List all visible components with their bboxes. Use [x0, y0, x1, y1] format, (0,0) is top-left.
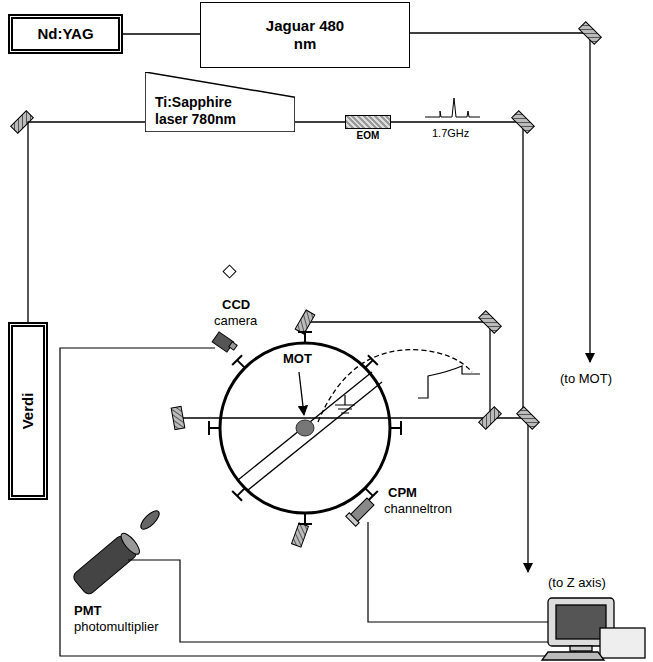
node-text: Ti:Sapphire laser 780nm	[155, 94, 267, 128]
label-text: MOT	[283, 351, 312, 366]
channeltron	[346, 497, 376, 527]
label: photomultiplier	[74, 620, 159, 635]
label: channeltron	[384, 502, 452, 517]
computer	[542, 598, 645, 660]
chamber-ports	[209, 332, 401, 524]
label: CCD	[222, 298, 250, 313]
label-text: PMT	[74, 603, 101, 618]
optic	[223, 265, 236, 278]
modulator-crystal	[345, 115, 391, 129]
mirrors	[11, 22, 602, 547]
laser-box: Jaguar 480 nm	[200, 2, 410, 68]
laser-beam	[295, 121, 345, 122]
mot-cloud	[296, 420, 314, 436]
signal-cables	[60, 348, 575, 656]
lens	[138, 508, 162, 532]
label-text: CCD	[222, 297, 250, 312]
label-text: 1.7GHz	[432, 127, 469, 139]
label: (to MOT)	[560, 372, 612, 387]
laser-box: Nd:YAG	[8, 14, 123, 54]
node-text: EOM	[345, 130, 391, 142]
vacuum-chamber	[220, 343, 390, 513]
laser-beam	[28, 122, 145, 322]
laser-beam	[123, 33, 200, 34]
label-text: (to Z axis)	[548, 575, 606, 590]
label-text: (to MOT)	[560, 371, 612, 386]
laser-box: Verdi	[8, 322, 48, 500]
label-text: photomultiplier	[74, 619, 159, 634]
laser-trapezoid: Ti:Sapphire laser 780nm	[145, 72, 295, 132]
ccd-camera	[212, 332, 237, 352]
label-text: camera	[214, 313, 257, 328]
modulator-box: EOM	[345, 115, 391, 145]
label: camera	[214, 314, 257, 329]
label-text: CPM	[388, 485, 417, 500]
ion-trajectory	[318, 350, 472, 422]
label: 1.7GHz	[432, 127, 469, 140]
node-text: Jaguar 480 nm	[260, 17, 350, 53]
photomultiplier-tube	[71, 531, 142, 597]
sideband-spectrum	[425, 98, 480, 117]
pointer-arrow	[299, 372, 304, 415]
label: (to Z axis)	[548, 576, 606, 591]
node-text: Nd:YAG	[37, 25, 93, 43]
ground-and-pulse	[335, 366, 480, 413]
label: MOT	[283, 352, 312, 367]
node-text: Verdi	[19, 393, 37, 430]
label: CPM	[388, 486, 417, 501]
label-text: channeltron	[384, 501, 452, 516]
label: PMT	[74, 604, 101, 619]
